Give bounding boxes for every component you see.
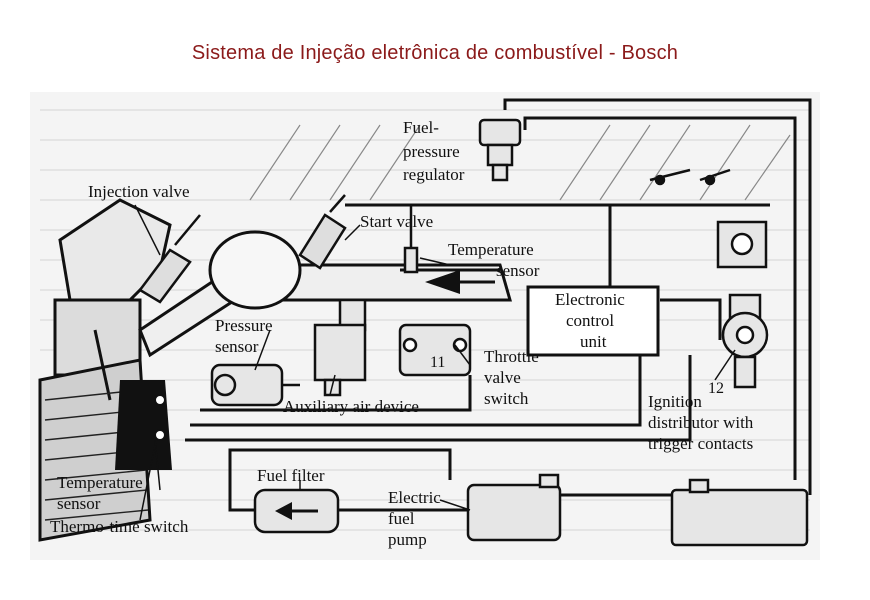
label-fuel-pressure-regulator-3: regulator — [403, 165, 465, 184]
label-electric-fuel-pump-1: Electric — [388, 488, 441, 507]
label-ecu-2: control — [566, 311, 614, 330]
label-fuel-filter: Fuel filter — [257, 466, 325, 485]
label-temperature-sensor-engine-1: Temperature — [57, 473, 143, 492]
auxiliary-air-device-component — [313, 298, 367, 397]
pressure-sensor-component — [210, 363, 300, 407]
intake-runner — [138, 230, 512, 358]
coolant-jacket — [115, 380, 172, 470]
label-throttle-valve-switch-2: valve — [484, 368, 521, 387]
throttle-valve-switch-component — [398, 323, 472, 377]
air-flow-arrow — [425, 270, 460, 294]
label-injection-valve: Injection valve — [88, 182, 190, 201]
label-fuel-pressure-regulator-2: pressure — [403, 142, 460, 161]
thermo-switch-plug — [154, 429, 166, 441]
label-ignition-distributor-1: Ignition — [648, 392, 702, 411]
label-temperature-sensor-air-2: sensor — [496, 261, 540, 280]
label-pressure-sensor-2: sensor — [215, 337, 259, 356]
fuel-pressure-regulator-component — [478, 118, 522, 182]
electric-fuel-pump-component — [466, 473, 562, 542]
air-temperature-sensor-component — [403, 205, 419, 274]
label-electric-fuel-pump-3: pump — [388, 530, 427, 549]
label-ecu-3: unit — [580, 332, 607, 351]
start-valve-component — [298, 194, 347, 270]
relay-component — [649, 168, 731, 186]
ignition-coil-component — [716, 220, 768, 269]
label-start-valve: Start valve — [360, 212, 433, 231]
leader-lines — [134, 204, 736, 521]
hatching — [249, 124, 791, 201]
injection-valve-component — [138, 214, 201, 304]
label-auxiliary-air-device: Auxiliary air device — [283, 397, 419, 416]
label-throttle-valve-switch-3: switch — [484, 389, 529, 408]
label-ecu-1: Electronic — [555, 290, 625, 309]
label-electric-fuel-pump-2: fuel — [388, 509, 415, 528]
label-number-11: 11 — [430, 354, 445, 371]
temp-sensor-plug — [154, 394, 166, 406]
page-title: Sistema de Injeção eletrônica de combust… — [191, 42, 679, 64]
label-ignition-distributor-3: trigger contacts — [648, 434, 753, 453]
fuel-tank-component — [670, 478, 809, 547]
label-fuel-pressure-regulator-1: Fuel- — [403, 118, 439, 137]
label-thermo-time-switch: Thermo-time switch — [50, 517, 189, 536]
label-temperature-sensor-engine-2: sensor — [57, 494, 101, 513]
engine-block — [38, 198, 172, 542]
label-number-12: 12 — [708, 380, 724, 397]
ecu-box — [526, 285, 660, 357]
ignition-distributor-component — [721, 293, 769, 389]
filter-arrow — [275, 502, 292, 520]
label-ignition-distributor-2: distributor with — [648, 413, 754, 432]
label-pressure-sensor-1: Pressure — [215, 316, 273, 335]
fuel-lines — [228, 448, 680, 512]
label-throttle-valve-switch-1: Throttle — [484, 347, 539, 366]
label-temperature-sensor-air-1: Temperature — [448, 240, 534, 259]
